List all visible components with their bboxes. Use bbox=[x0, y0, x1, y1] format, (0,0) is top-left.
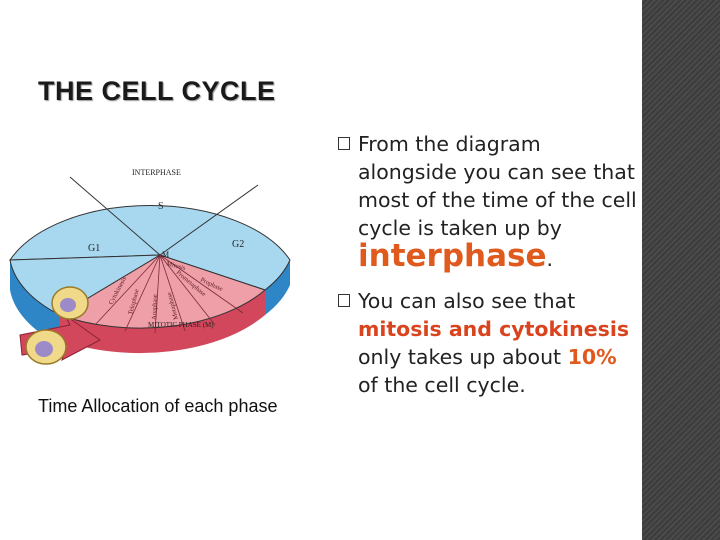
bullet-text: only takes up about bbox=[358, 345, 562, 369]
highlight-mitosis: mitosis and cytokinesis bbox=[358, 317, 630, 341]
interphase-disk-top bbox=[9, 205, 291, 291]
divider-line bbox=[69, 176, 161, 256]
bullet-item: You can also see that mitosis and cytoki… bbox=[338, 287, 638, 399]
g1-phase-label: G1 bbox=[88, 243, 100, 254]
divider-line bbox=[159, 184, 259, 256]
subphase-line bbox=[94, 254, 161, 326]
bullet-list: From the diagram alongside you can see t… bbox=[338, 130, 638, 399]
interphase-label: INTERPHASE bbox=[132, 168, 181, 177]
cell-illustration bbox=[25, 286, 89, 365]
mitotic-wedge-top bbox=[58, 254, 266, 329]
cell-cycle-diagram: INTERPHASE S G1 G2 M MITOTIC PHASE (M) C… bbox=[9, 168, 291, 365]
subphase-line bbox=[159, 254, 186, 332]
bullet-text: From the diagram alongside you can see t… bbox=[358, 132, 637, 240]
subphase-label: Anaphase bbox=[151, 294, 159, 320]
highlight-percent: 10% bbox=[567, 345, 617, 369]
mitotic-phase-label: MITOTIC PHASE (M) bbox=[148, 321, 214, 329]
subphase-line bbox=[159, 254, 244, 314]
highlight-interphase: interphase bbox=[358, 238, 547, 274]
g2-phase-label: G2 bbox=[232, 239, 244, 250]
m-phase-label: M bbox=[162, 250, 169, 259]
diagram-caption: Time Allocation of each phase bbox=[38, 396, 278, 416]
bullet-box-icon bbox=[338, 137, 350, 150]
subphase-line bbox=[154, 254, 161, 334]
decorative-side-bar bbox=[642, 0, 720, 540]
bullet-box-icon bbox=[338, 294, 350, 307]
bullet-end: . bbox=[546, 247, 554, 271]
mitotic-wedge-side bbox=[60, 290, 265, 354]
interphase-disk-side-right bbox=[265, 260, 290, 315]
slide-title: THE CELL CYCLE bbox=[38, 76, 276, 106]
bullet-text: You can also see that bbox=[358, 289, 576, 313]
bullet-item: From the diagram alongside you can see t… bbox=[338, 130, 638, 273]
subphase-label: Mitosis bbox=[165, 260, 186, 272]
bullet-text: of the cell cycle. bbox=[358, 373, 526, 397]
subphase-line bbox=[159, 254, 216, 326]
subphase-line bbox=[124, 254, 161, 332]
s-phase-label: S bbox=[158, 201, 164, 212]
